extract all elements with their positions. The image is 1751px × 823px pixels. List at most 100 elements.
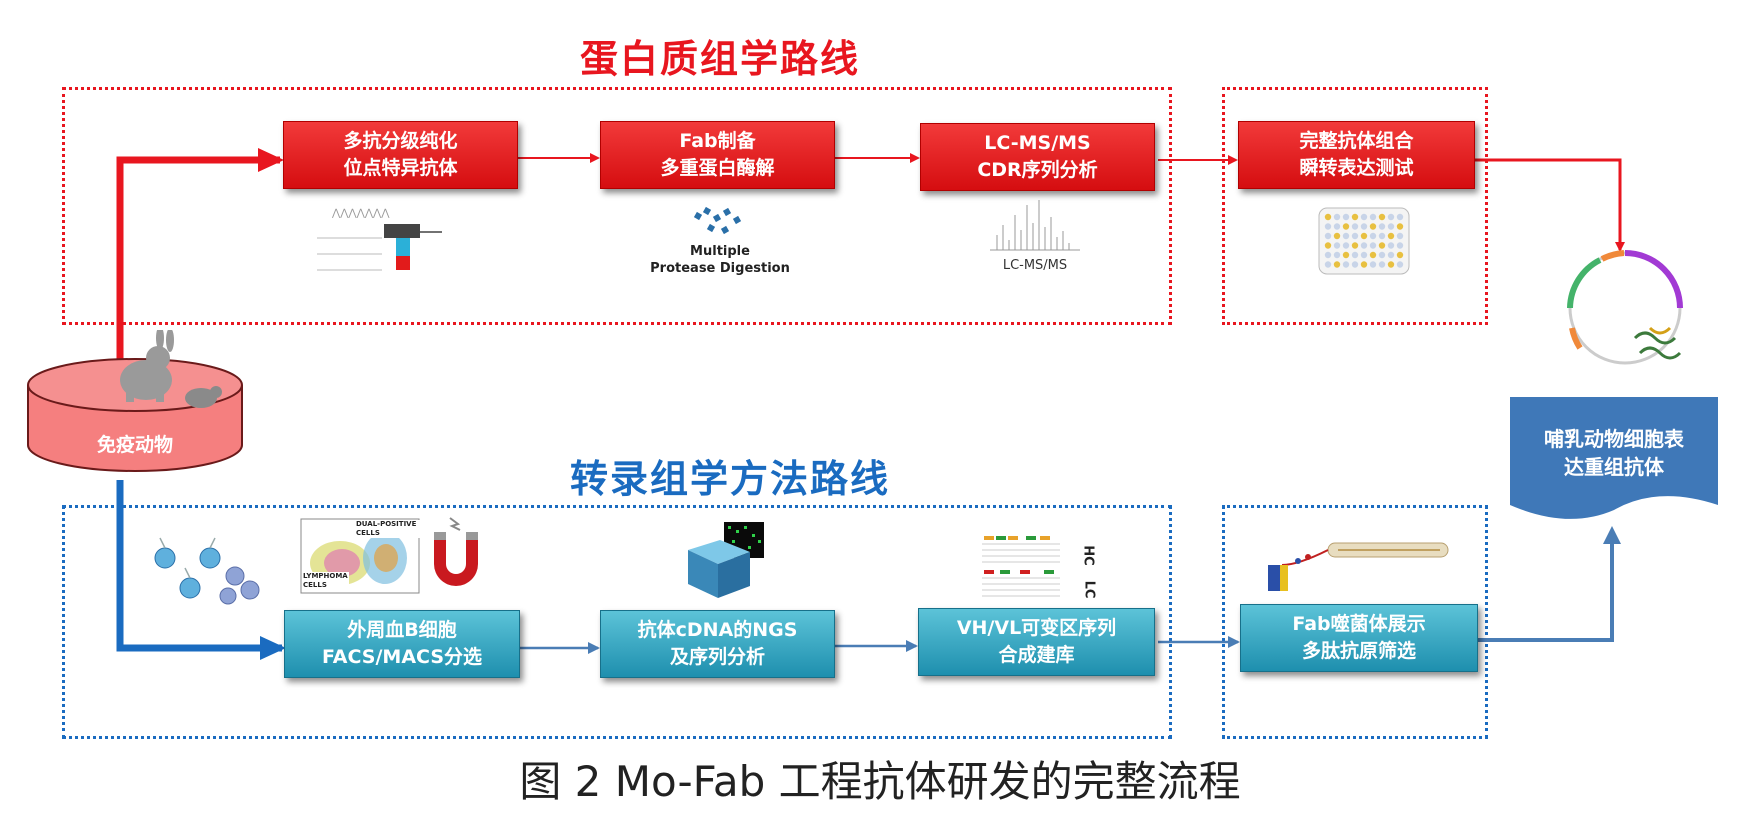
proteomics-frame — [62, 87, 1172, 325]
plate-well — [1333, 213, 1341, 221]
plate-well — [1369, 223, 1377, 230]
lcms-caption: LC-MS/MS — [1002, 258, 1068, 273]
polyclonal-fractionation-box: 多抗分级纯化 位点特异抗体 — [283, 121, 518, 189]
box-line: 位点特异抗体 — [343, 157, 458, 179]
plate-well — [1387, 213, 1395, 221]
plate-well — [1396, 242, 1404, 249]
rabbit-icon — [120, 330, 174, 402]
plate-well — [1324, 213, 1332, 221]
box-line: 多肽抗原筛选 — [1301, 640, 1416, 662]
plate-well — [1351, 261, 1359, 268]
plate-well — [1324, 223, 1332, 230]
plate-well — [1360, 213, 1368, 221]
expression-line: 哺乳动物细胞表 — [1544, 427, 1684, 451]
box-line: VH/VL可变区序列 — [956, 617, 1117, 639]
transcriptomics-route-title: 转录组学方法路线 — [569, 457, 890, 501]
plate-well — [1387, 223, 1395, 230]
box-line: LC-MS/MS — [984, 132, 1091, 154]
plate-well — [1351, 251, 1359, 259]
plasmid-map-icon — [1567, 250, 1683, 365]
plate-well — [1387, 232, 1395, 240]
bcell-cluster-icon — [154, 537, 260, 605]
immunized-animal-label: 免疫动物 — [96, 434, 173, 456]
plate-well — [1342, 242, 1350, 249]
plate-well — [1360, 251, 1368, 259]
box-line: 合成建库 — [998, 644, 1075, 666]
bcell-sorting-box: 外周血B细胞 FACS/MACS分选 — [284, 610, 520, 678]
caption-line: Protease Digestion — [650, 261, 790, 276]
plate-well — [1360, 232, 1368, 240]
immunized-animal-drum — [27, 330, 243, 472]
plate-well — [1369, 213, 1377, 221]
transcriptomics-frame — [62, 505, 1172, 739]
protease-caption: Multiple Protease Digestion — [640, 243, 800, 277]
plate-well — [1351, 242, 1359, 249]
box-line: 多抗分级纯化 — [343, 130, 458, 152]
mass-spectrum-icon — [990, 200, 1080, 251]
plate-well — [1387, 261, 1395, 268]
sequence-alignment-icon — [982, 536, 1060, 597]
proteomics-route-title: 蛋白质组学路线 — [579, 37, 860, 81]
caption-line: Multiple — [690, 244, 750, 259]
plate-well — [1369, 251, 1377, 259]
expression-label: 哺乳动物细胞表 达重组抗体 — [1508, 425, 1720, 481]
protease-icon — [693, 206, 742, 235]
phage-icon — [1268, 542, 1449, 591]
plate-well — [1324, 232, 1332, 240]
plate-well — [1360, 223, 1368, 230]
plate-well — [1396, 261, 1404, 268]
hc-label: HC — [1080, 545, 1096, 566]
plate-well — [1351, 223, 1359, 230]
box-line: 瞬转表达测试 — [1299, 157, 1414, 179]
ngs-cube-icon — [688, 522, 764, 598]
plate-well — [1342, 213, 1350, 221]
lcms-cdr-box: LC-MS/MS CDR序列分析 — [920, 123, 1155, 191]
svg-text:⋀⋀⋀⋀⋀⋀⋀: ⋀⋀⋀⋀⋀⋀⋀ — [331, 208, 390, 219]
plate-well — [1333, 251, 1341, 259]
plate-well — [1369, 261, 1377, 268]
figure-caption: 图 2 Mo-Fab 工程抗体研发的完整流程 — [519, 757, 1241, 806]
box-line: CDR序列分析 — [977, 159, 1098, 181]
plate-well — [1324, 242, 1332, 249]
plate-well — [1369, 242, 1377, 249]
plate-well — [1333, 223, 1341, 230]
plate-well — [1396, 213, 1404, 221]
facs-lymph-label: LYMPHOMA CELLS — [303, 572, 349, 590]
box-line: Fab制备 — [679, 130, 756, 152]
cdna-ngs-box: 抗体cDNA的NGS 及序列分析 — [600, 610, 835, 678]
box-line: 多重蛋白酶解 — [660, 157, 775, 179]
box-line: 外周血B细胞 — [347, 619, 457, 641]
plate-well — [1333, 261, 1341, 268]
fab-preparation-box: Fab制备 多重蛋白酶解 — [600, 121, 835, 189]
vhvl-library-box: VH/VL可变区序列 合成建库 — [918, 608, 1155, 676]
plate-well — [1387, 242, 1395, 249]
box-line: 抗体cDNA的NGS — [637, 619, 798, 641]
plate-well — [1396, 232, 1404, 240]
box-line: 及序列分析 — [669, 646, 765, 668]
plate-well — [1360, 242, 1368, 249]
affinity-column-icon: ⋀⋀⋀⋀⋀⋀⋀ — [317, 208, 442, 271]
expression-box-shape — [1510, 397, 1718, 519]
plate-well — [1342, 261, 1350, 268]
plate-well — [1369, 232, 1377, 240]
facs-dual-label: DUAL-POSITIVE CELLS — [356, 520, 420, 538]
well-plate-icon — [1318, 207, 1410, 275]
box-line: Fab噬菌体展示 — [1292, 613, 1426, 635]
plate-well — [1378, 213, 1386, 221]
plate-well — [1324, 251, 1332, 259]
plate-well — [1396, 223, 1404, 230]
plate-well — [1351, 232, 1359, 240]
plate-well — [1360, 261, 1368, 268]
plate-well — [1378, 232, 1386, 240]
plate-well — [1378, 251, 1386, 259]
mouse-icon — [185, 386, 222, 408]
plate-well — [1333, 232, 1341, 240]
magnet-icon — [434, 517, 478, 586]
plate-well — [1324, 261, 1332, 268]
plate-well — [1378, 223, 1386, 230]
box-line: 完整抗体组合 — [1299, 130, 1414, 152]
plate-well — [1378, 242, 1386, 249]
plate-well — [1333, 242, 1341, 249]
plate-well — [1342, 232, 1350, 240]
